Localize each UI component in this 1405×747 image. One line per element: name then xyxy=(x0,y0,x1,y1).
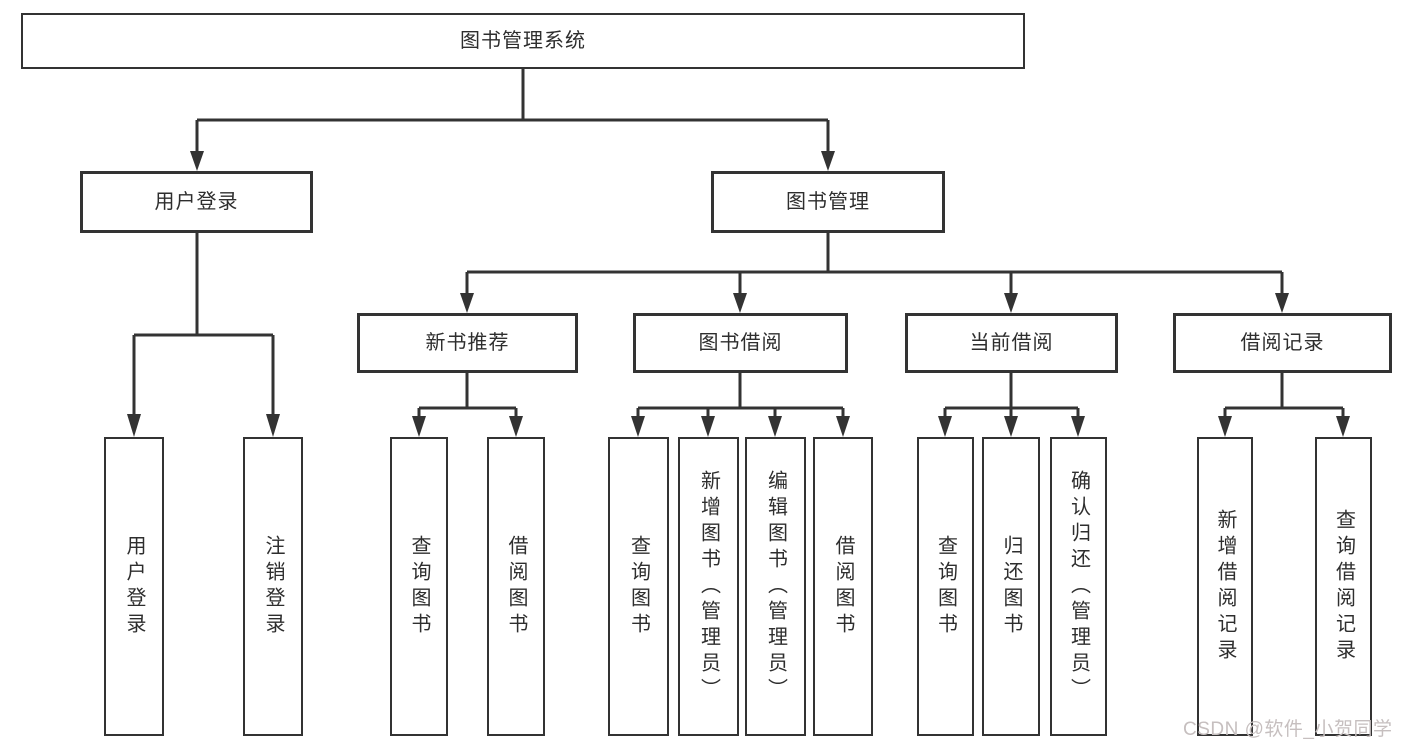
arrow-down-icon xyxy=(1275,293,1289,313)
arrow-down-icon xyxy=(836,416,850,437)
connector-userlogin-to-leaves xyxy=(132,233,275,416)
arrow-down-icon xyxy=(1004,416,1018,437)
leaf-return-books: 归还图书 xyxy=(982,437,1040,736)
arrow-down-icon xyxy=(768,416,782,437)
leaf-query-books-recommend: 查询图书 xyxy=(390,437,448,736)
leaf-edit-book-admin: 编辑图书（管理员） xyxy=(745,437,806,736)
arrow-down-icon xyxy=(190,151,204,171)
connector-records-to-leaves xyxy=(1223,373,1345,418)
connector-root-to-level2 xyxy=(195,69,830,152)
leaf-logout: 注销登录 xyxy=(243,437,303,736)
leaf-add-borrow-record: 新增借阅记录 xyxy=(1197,437,1253,736)
connector-current-to-leaves xyxy=(943,373,1080,418)
arrow-down-icon xyxy=(733,293,747,313)
leaf-query-books-current: 查询图书 xyxy=(917,437,974,736)
arrowheads xyxy=(127,151,1350,437)
node-borrow-records: 借阅记录 xyxy=(1173,313,1392,373)
connector-recommend-to-leaves xyxy=(417,373,518,418)
arrow-down-icon xyxy=(1336,416,1350,437)
arrow-down-icon xyxy=(412,416,426,437)
leaf-user-login: 用户登录 xyxy=(104,437,164,736)
leaf-add-book-admin: 新增图书（管理员） xyxy=(678,437,739,736)
arrow-down-icon xyxy=(938,416,952,437)
arrow-down-icon xyxy=(1004,293,1018,313)
leaf-confirm-return-admin: 确认归还（管理员） xyxy=(1050,437,1107,736)
arrow-down-icon xyxy=(509,416,523,437)
arrow-down-icon xyxy=(460,293,474,313)
arrow-down-icon xyxy=(821,151,835,171)
arrow-down-icon xyxy=(266,414,280,437)
node-new-book-recommend: 新书推荐 xyxy=(357,313,578,373)
node-current-borrow: 当前借阅 xyxy=(905,313,1118,373)
leaf-query-books-borrow: 查询图书 xyxy=(608,437,669,736)
connector-borrow-to-leaves xyxy=(636,373,845,418)
node-book-management: 图书管理 xyxy=(711,171,945,233)
leaf-borrow-books: 借阅图书 xyxy=(813,437,873,736)
node-library-management-system: 图书管理系统 xyxy=(21,13,1025,69)
leaf-borrow-books-recommend: 借阅图书 xyxy=(487,437,545,736)
csdn-watermark: CSDN @软件_小贺同学 xyxy=(1183,719,1393,740)
connector-bookmgmt-to-level3 xyxy=(465,233,1284,294)
arrow-down-icon xyxy=(701,416,715,437)
arrow-down-icon xyxy=(1218,416,1232,437)
leaf-query-borrow-record: 查询借阅记录 xyxy=(1315,437,1372,736)
arrow-down-icon xyxy=(127,414,141,437)
arrow-down-icon xyxy=(1071,416,1085,437)
node-book-borrow: 图书借阅 xyxy=(633,313,848,373)
node-user-login: 用户登录 xyxy=(80,171,313,233)
arrow-down-icon xyxy=(631,416,645,437)
